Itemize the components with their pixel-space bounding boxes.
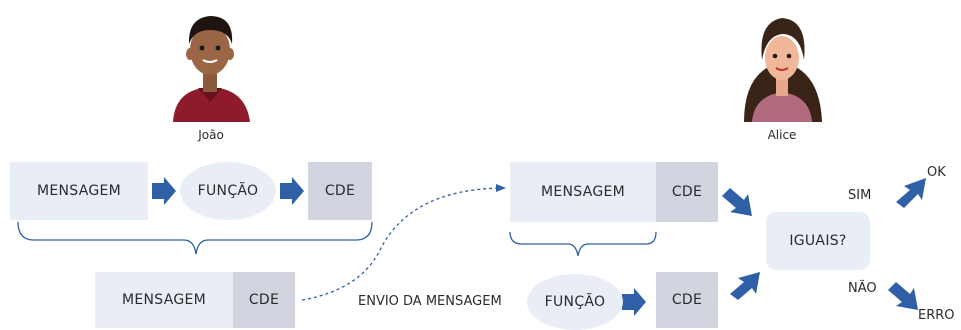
yes-label: SIM (848, 188, 872, 203)
sender-cde-box: CDE (308, 162, 372, 220)
arrow-right-icon (280, 177, 304, 205)
transmission-line (301, 187, 501, 301)
receiver-computed-cde-box: CDE (656, 272, 718, 328)
compare-box: IGUAIS? (766, 212, 870, 270)
alice-name: Alice (767, 128, 797, 142)
joao-name: João (198, 128, 224, 142)
receiver-arrows (622, 178, 926, 316)
sender-function-ellipse: FUNÇÃO (180, 162, 276, 220)
arrow-up-right-icon (730, 272, 760, 300)
alice-avatar (744, 18, 822, 122)
transmission-label: ENVIO DA MENSAGEM (358, 294, 502, 309)
receiver-message-box: MENSAGEM (510, 162, 656, 222)
packet-message-box: MENSAGEM (95, 272, 233, 328)
receiver-function-ellipse: FUNÇÃO (527, 274, 623, 330)
ok-label: OK (927, 165, 946, 180)
arrow-down-right-icon (722, 188, 752, 216)
sender-arrows (152, 177, 304, 205)
receiver-brace (509, 231, 657, 257)
arrow-down-right-icon (888, 282, 918, 310)
no-label: NÃO (848, 281, 877, 296)
sender-brace (17, 221, 373, 255)
arrow-right-icon (622, 288, 646, 316)
arrow-up-right-icon (896, 178, 926, 208)
sender-message-box: MENSAGEM (10, 162, 148, 220)
packet-cde-box: CDE (233, 272, 295, 328)
receiver-cde-box: CDE (656, 162, 718, 222)
joao-avatar (173, 16, 250, 122)
arrow-right-icon (496, 184, 506, 192)
error-label: ERRO (918, 308, 955, 323)
arrow-right-icon (152, 177, 176, 205)
